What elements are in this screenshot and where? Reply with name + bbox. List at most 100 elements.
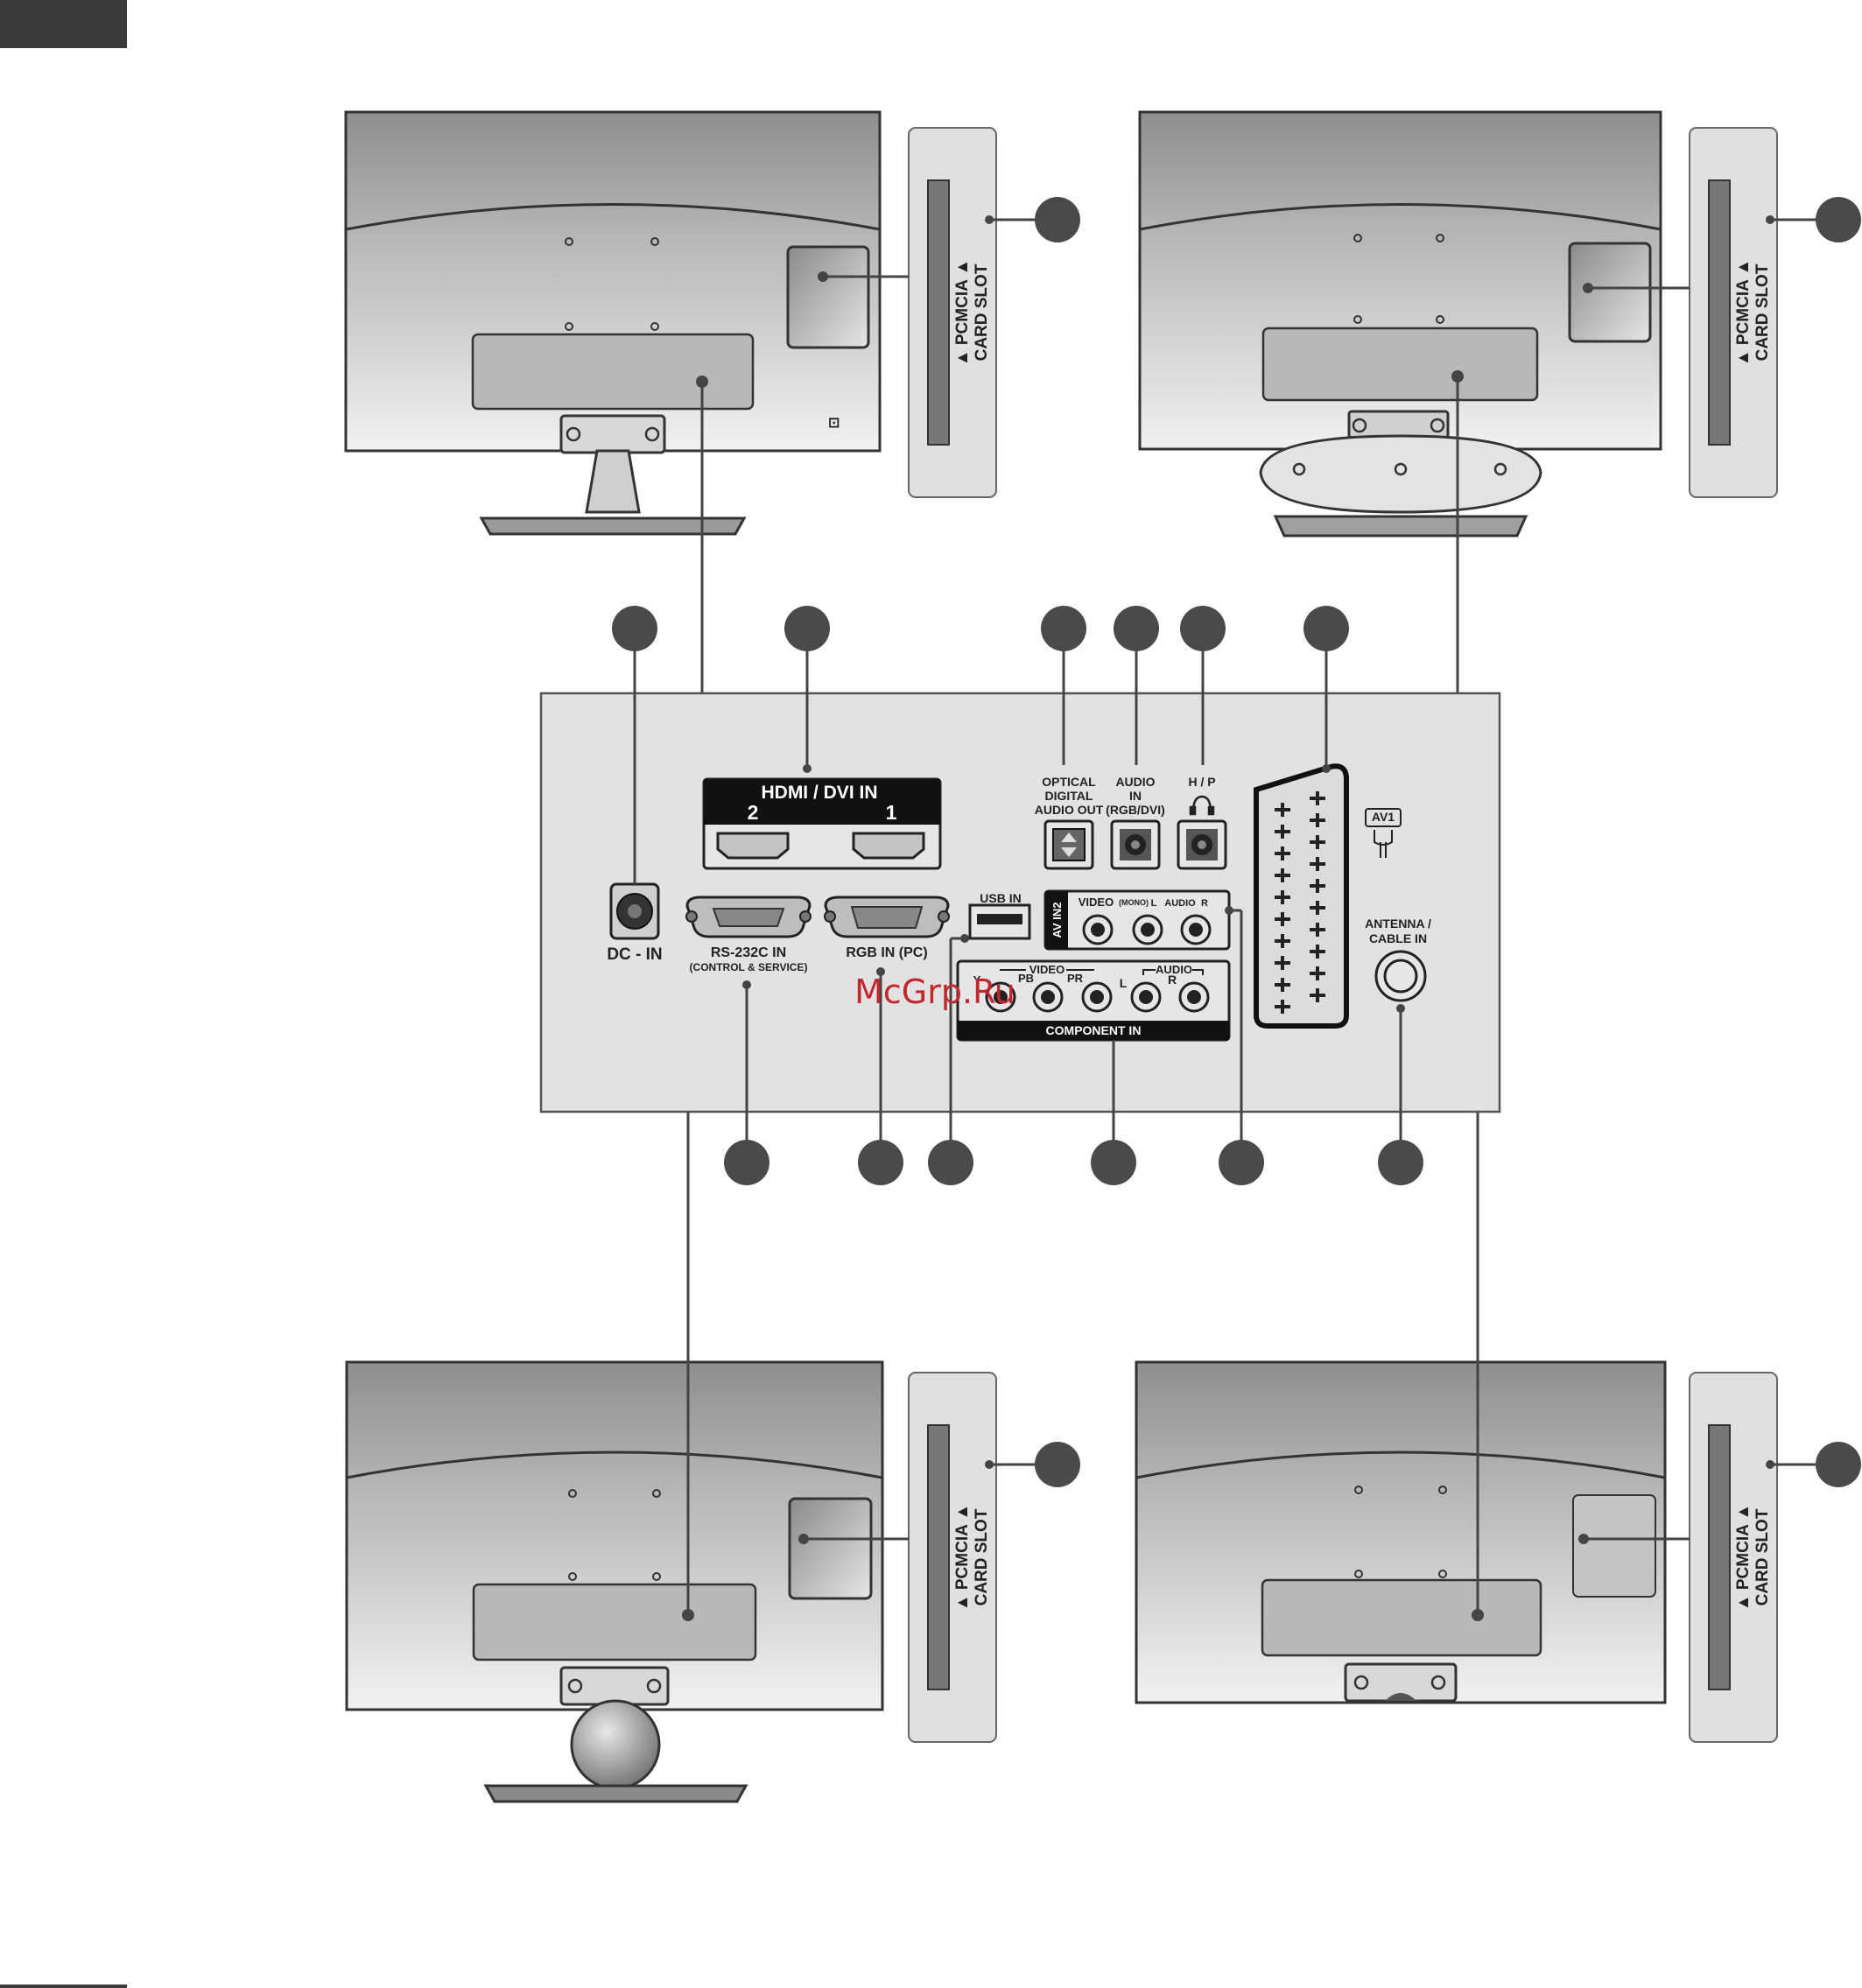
optical-label-line2: DIGITAL [1045,789,1093,803]
callout-dot-rs232c [724,1140,769,1185]
audio-in-rgb-dvi-port [1110,819,1161,870]
tv-back-top-left: ⊡ [344,110,882,536]
callout-dot-hdmi [784,606,830,651]
rgb-in-pc-port [824,896,950,938]
av-in2-l-label: L [1151,898,1157,909]
headphone-icon [1189,795,1215,816]
audio-in-label-line2: IN [1129,789,1142,803]
headphone-port [1177,819,1227,870]
card-slot-label-line1: ▲ PCMCIA ▲ [1734,259,1753,366]
scart-pin [1281,803,1284,817]
scart-pin [1281,846,1284,861]
component-pr-label: PR [1067,972,1084,985]
usb-in-port [968,903,1031,940]
component-pb-label: PB [1018,972,1034,985]
component-r-label: R [1168,973,1177,987]
callout-dot-dc-in [612,606,657,651]
hdmi-title: HDMI / DVI IN [761,783,877,803]
card-slot-panel-bottom-left: ▲ PCMCIA ▲ CARD SLOT [908,1372,997,1743]
callout-dot-card-slot-bl [1035,1442,1080,1487]
hp-label: H / P [1188,775,1215,789]
scart-pin [1281,934,1284,948]
callout-dot-audio-in [1114,606,1159,651]
watermark: McGrp.Ru [854,973,1015,1011]
component-y-label: Y [973,973,981,987]
scart-pin [1316,966,1319,980]
tv-back-top-right [1138,110,1662,537]
component-video-label: VIDEO [1029,963,1065,976]
scart-pin [1316,879,1319,893]
antenna-label-line2: CABLE IN [1369,931,1427,945]
rgb-in-label: RGB IN (PC) [846,945,927,960]
callout-dot-hp [1180,606,1226,651]
scart-pin [1281,890,1284,904]
antenna-label-line1: ANTENNA / [1365,917,1431,931]
scart-pin [1316,813,1319,827]
scart-pin [1316,988,1319,1002]
av-in2-video-label: VIDEO [1079,896,1114,909]
audio-in-label-line3: (RGB/DVI) [1106,803,1165,817]
av1-label: AV1 [1372,810,1395,824]
av-in2-block [1043,889,1231,951]
scart-av1-port [1254,763,1349,1029]
tv-panel-leaders [686,376,1479,1615]
callout-dot-scart [1303,606,1349,651]
antenna-cable-in-port [1374,950,1427,1002]
callout-dot-rgb-in [858,1140,903,1185]
component-in-block [956,959,1231,1042]
callout-dot-usb [928,1140,973,1185]
optical-label-line1: OPTICAL [1042,775,1096,789]
card-slot-panel-top-right: ▲ PCMCIA ▲ CARD SLOT [1689,127,1778,498]
scart-pin [1281,978,1284,992]
scart-pin [1316,857,1319,871]
usb-in-label: USB IN [980,891,1021,905]
card-slot-label-line2: CARD SLOT [973,1508,991,1605]
av-in2-mono-label: (MONO) [1119,898,1149,907]
av-in2-r-label: R [1201,898,1208,909]
callout-dot-optical [1041,606,1086,651]
optical-label-line3: AUDIO OUT [1035,803,1104,817]
component-l-label: L [1120,976,1128,990]
page-tab-bottom [0,1984,127,1988]
component-in-label: COMPONENT IN [1046,1023,1142,1037]
hdmi-block [702,777,942,870]
card-slot-label-line1: ▲ PCMCIA ▲ [1734,1504,1753,1611]
dc-in-port [609,882,660,940]
rs232c-label-line1: RS-232C IN [711,945,786,960]
scart-pin [1281,825,1284,839]
callout-dot-card-slot-br [1816,1442,1861,1487]
scart-pin [1281,912,1284,926]
scart-av1-icon [1365,808,1402,858]
page-tab-top [0,0,127,48]
card-slot-panel-bottom-right: ▲ PCMCIA ▲ CARD SLOT [1689,1372,1778,1743]
card-slot-label-line1: ▲ PCMCIA ▲ [953,259,972,366]
svg-text:⊡: ⊡ [828,416,840,431]
scart-pin [1316,923,1319,937]
scart-pin [1316,835,1319,849]
callout-dot-antenna [1378,1140,1423,1185]
callout-dot-card-slot-tr [1816,197,1861,242]
scart-pin [1316,945,1319,959]
hdmi-port-1-label: 1 [886,801,897,824]
callout-dot-av-in2 [1219,1140,1264,1185]
callout-dot-component [1091,1140,1136,1185]
card-slot-panel-top-left: ▲ PCMCIA ▲ CARD SLOT [908,127,997,498]
card-slot-label-line2: CARD SLOT [1753,263,1772,361]
optical-audio-out-port [1043,819,1094,870]
card-slot-label-line2: CARD SLOT [1753,1508,1772,1605]
card-slot-label-line1: ▲ PCMCIA ▲ [953,1504,972,1611]
av-in2-label: AV IN2 [1050,903,1064,938]
card-slot-label-line2: CARD SLOT [973,263,991,361]
av-in2-audio-label: AUDIO [1164,898,1196,909]
scart-pin [1316,791,1319,805]
component-audio-label: AUDIO [1156,963,1192,976]
scart-pin [1281,956,1284,970]
rs232c-label-line2: (CONTROL & SERVICE) [690,961,808,973]
rs232c-port [685,896,812,938]
card-slot-leaders [804,218,1823,1541]
hdmi-port-2-label: 2 [748,801,759,824]
callout-dot-card-slot-tl [1035,197,1080,242]
tv-back-bottom-right [1135,1360,1667,1704]
tv-back-bottom-left [345,1360,884,1803]
